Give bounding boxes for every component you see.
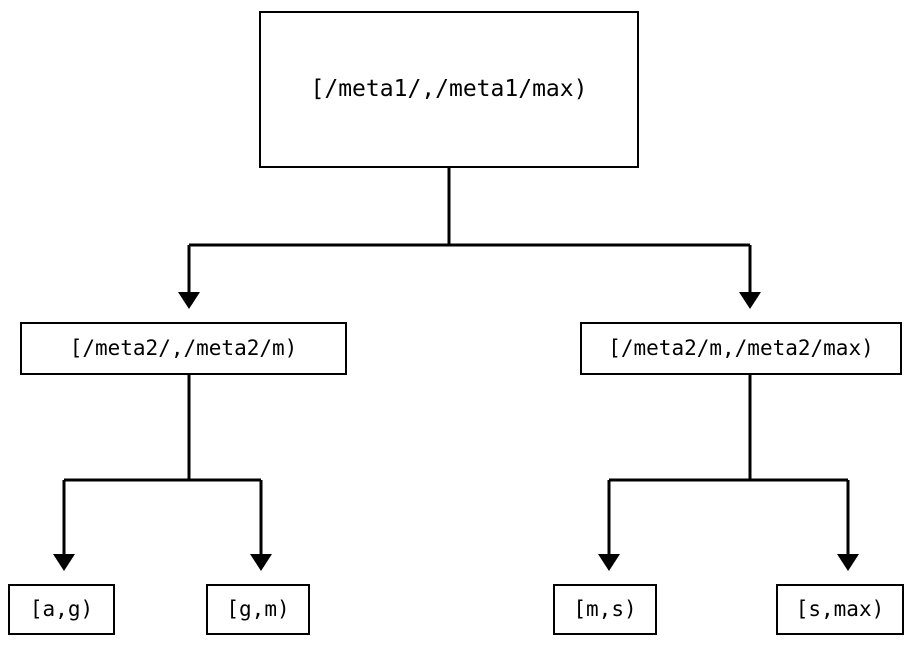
arrowhead-icon-to-leaf-1 — [53, 554, 75, 571]
arrowhead-icon-to-mid-right — [739, 292, 761, 309]
tree-node-leaf-1-label: [a,g) — [29, 597, 94, 621]
tree-node-mid-left[interactable]: [/meta2/,/meta2/m) — [20, 322, 347, 375]
arrowhead-icon-to-leaf-3 — [598, 554, 620, 571]
arrowhead-icon-to-mid-left — [178, 292, 200, 309]
tree-node-leaf-2[interactable]: [g,m) — [206, 584, 310, 635]
arrowhead-icon-to-leaf-4 — [837, 554, 859, 571]
tree-node-leaf-3[interactable]: [m,s) — [553, 584, 657, 635]
tree-node-root-label: [/meta1/,/meta1/max) — [310, 76, 588, 102]
tree-node-leaf-3-label: [m,s) — [573, 597, 637, 621]
tree-node-mid-right[interactable]: [/meta2/m,/meta2/max) — [580, 322, 902, 375]
tree-node-root[interactable]: [/meta1/,/meta1/max) — [259, 11, 639, 168]
tree-node-leaf-4-label: [s,max) — [795, 597, 885, 621]
arrowhead-icon-to-leaf-2 — [250, 554, 272, 571]
tree-node-leaf-1[interactable]: [a,g) — [8, 584, 115, 635]
tree-node-leaf-4[interactable]: [s,max) — [776, 584, 904, 635]
tree-node-mid-right-label: [/meta2/m,/meta2/max) — [608, 336, 874, 360]
tree-node-mid-left-label: [/meta2/,/meta2/m) — [69, 336, 298, 360]
tree-node-leaf-2-label: [g,m) — [226, 597, 290, 621]
